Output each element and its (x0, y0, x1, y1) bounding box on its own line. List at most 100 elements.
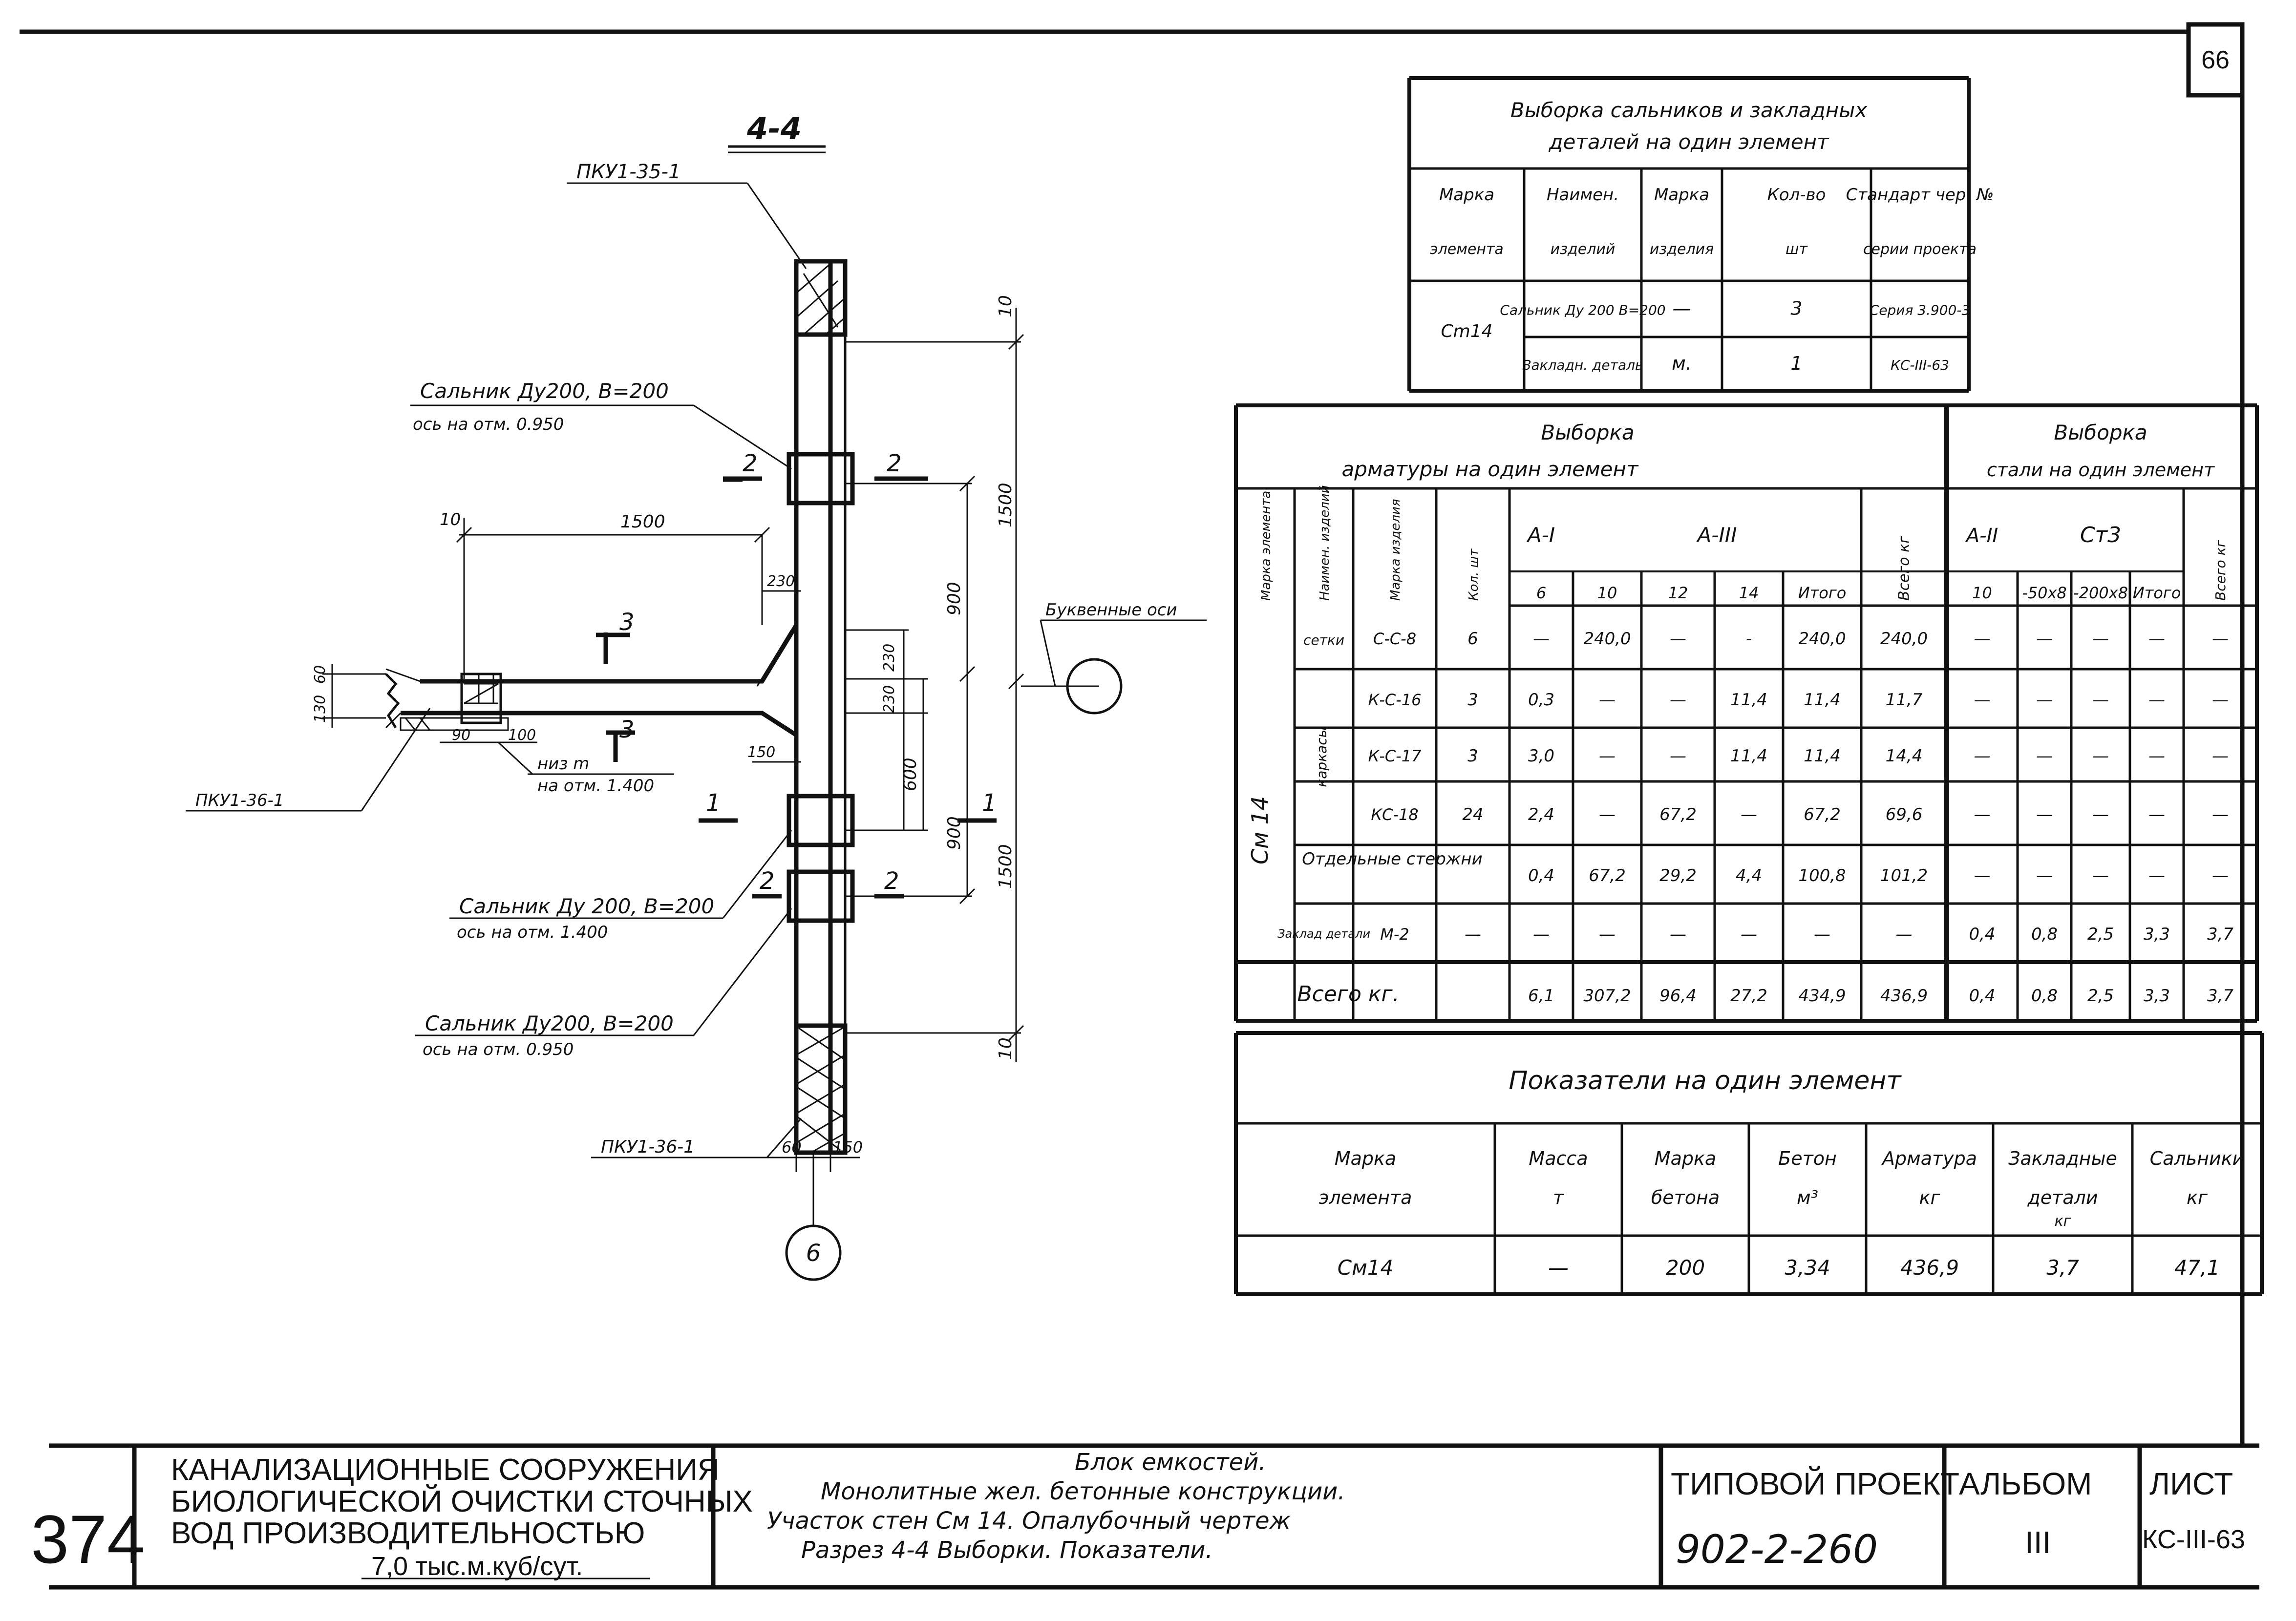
svg-text:6: 6 (806, 1240, 821, 1267)
rebar-cell: — (1599, 925, 1616, 944)
rebar-cell: — (2212, 746, 2229, 766)
seals-header: Наимен. (1547, 185, 1619, 205)
svg-text:230: 230 (881, 644, 898, 672)
seal-upper (787, 452, 855, 505)
axis-6-circle (785, 1224, 842, 1281)
ind-header: Бетон (1778, 1148, 1837, 1169)
desc-line-4: Разрез 4-4 Выборки. Показатели. (801, 1537, 1213, 1564)
desc-line-1: Блок емкостей. (1075, 1449, 1266, 1476)
svg-text:2: 2 (760, 867, 775, 895)
section-title: 4-4 (746, 111, 802, 147)
desc-line-2: Монолитные жел. бетонные конструкции. (821, 1478, 1345, 1505)
rebar-cell: 0,4 (1528, 866, 1554, 885)
ind-header: кг (2187, 1187, 2208, 1208)
svg-text:900: 900 (944, 816, 964, 850)
rebar-cell: 11,4 (1804, 690, 1841, 710)
axis-circle (1066, 658, 1123, 715)
ind-title: Показатели на один элемент (1509, 1066, 1902, 1095)
ind-cell: 3,34 (1785, 1256, 1830, 1280)
ind-header: детали (2027, 1187, 2098, 1208)
ind-header: Сальники (2150, 1148, 2245, 1169)
rebar-cell: — (2212, 866, 2229, 885)
svg-text:10: 10 (440, 510, 461, 529)
svg-text:ПКУ1-36-1: ПКУ1-36-1 (601, 1137, 695, 1157)
seal-middle (787, 794, 855, 847)
rebar-cell: 100,8 (1798, 866, 1846, 885)
sheet-label: ЛИСТ (2149, 1466, 2233, 1501)
rebar-total: 27,2 (1730, 986, 1767, 1006)
rebar-cell: 67,2 (1589, 866, 1626, 885)
rebar-cell: — (1599, 805, 1616, 824)
svg-text:Сальник Ду200, В=200: Сальник Ду200, В=200 (420, 379, 669, 403)
seals-header: изделий (1551, 241, 1616, 258)
rebar-cell: — (1974, 746, 1991, 766)
ind-header: кг (1919, 1187, 1941, 1208)
rebar-cell: - (1746, 629, 1752, 649)
rebar-total: 6,1 (1528, 986, 1554, 1006)
ind-header: кг (2055, 1213, 2071, 1230)
sheet-number-box (2186, 22, 2245, 98)
ind-header: Закладные (2008, 1148, 2117, 1169)
rebar-label: сетки (1303, 632, 1344, 648)
seals-title-1: Выборка сальников и закладных (1510, 98, 1868, 122)
ind-header: элемента (1319, 1187, 1412, 1208)
rebar-cell: 2,4 (1528, 805, 1554, 824)
seals-element: Cm14 (1441, 321, 1492, 341)
rebar-total: 3,3 (2144, 986, 2170, 1006)
org-line-1: КАНАЛИЗАЦИОННЫЕ СООРУЖЕНИЯ (171, 1453, 720, 1487)
rebar-cell: — (1599, 690, 1616, 710)
seals-cell: Серия 3.900-3 (1870, 302, 1971, 318)
rebar-group: Всего кг (2212, 540, 2229, 601)
seals-cell: — (1673, 298, 1691, 319)
rebar-cell: — (2148, 746, 2165, 766)
ind-header: бетона (1651, 1187, 1720, 1208)
rebar-cell: 29,2 (1659, 866, 1697, 885)
archive-number: 374 (31, 1501, 145, 1578)
svg-text:1: 1 (982, 789, 997, 817)
desc-line-3: Участок стен См 14. Опалубочный чертеж (767, 1507, 1291, 1535)
rebar-cell: — (1670, 690, 1686, 710)
rebar-title: стали на один элемент (1987, 459, 2215, 481)
rebar-title: Выборка (2054, 421, 2147, 444)
svg-text:низ m: низ m (537, 754, 589, 774)
svg-text:900: 900 (944, 582, 964, 615)
svg-text:Сальник Ду 200, В=200: Сальник Ду 200, В=200 (459, 894, 714, 918)
rebar-cell: 3,0 (1528, 746, 1554, 766)
cut-marks: 2 2 1 1 2 2 3 3 (596, 450, 997, 899)
rebar-mark: К-С-17 (1368, 747, 1422, 765)
rebar-col-header: Кол. шт (1467, 548, 1481, 601)
rebar-cell: — (2148, 690, 2165, 710)
rebar-cell: 3,7 (2207, 925, 2233, 944)
rebar-cell: — (1670, 925, 1686, 944)
rebar-col-header: Марка изделия (1388, 499, 1403, 601)
rebar-cell: — (1741, 925, 1757, 944)
seals-cell: м. (1672, 353, 1692, 374)
seals-cell: Сальник Ду 200 B=200 (1500, 302, 1665, 318)
svg-text:3: 3 (619, 609, 635, 636)
album-value: III (2025, 1525, 2051, 1560)
rebar-cell: — (1533, 629, 1550, 649)
ind-header: Марка (1335, 1148, 1396, 1169)
rebar-cell: — (1670, 629, 1686, 649)
rebar-cell: 0,8 (2031, 925, 2058, 944)
rebar-total: 434,9 (1798, 986, 1846, 1006)
rebar-cell: 2,5 (2087, 925, 2114, 944)
rebar-cell: 11,7 (1886, 690, 1923, 710)
svg-text:1500: 1500 (620, 512, 665, 532)
seals-title-2: деталей на один элемент (1549, 130, 1830, 154)
pkui-bottom-note: ПКУ1-36-1 (591, 1118, 802, 1158)
seals-cell: 1 (1790, 353, 1802, 374)
svg-text:ось на отм. 1.400: ось на отм. 1.400 (457, 923, 608, 942)
ind-cell: — (1548, 1256, 1569, 1280)
rebar-cell: — (2148, 805, 2165, 824)
rebar-total: 0,4 (1969, 986, 1995, 1006)
rebar-subheader: 12 (1668, 584, 1688, 602)
svg-text:230: 230 (881, 685, 898, 713)
pkui-top-label: ПКУ1-35-1 (576, 161, 681, 183)
rebar-cell: — (1974, 690, 1991, 710)
rebar-group: Ст3 (2080, 523, 2121, 547)
seal3-note: Сальник Ду200, В=200 ось на отм. 0.950 (415, 908, 792, 1059)
